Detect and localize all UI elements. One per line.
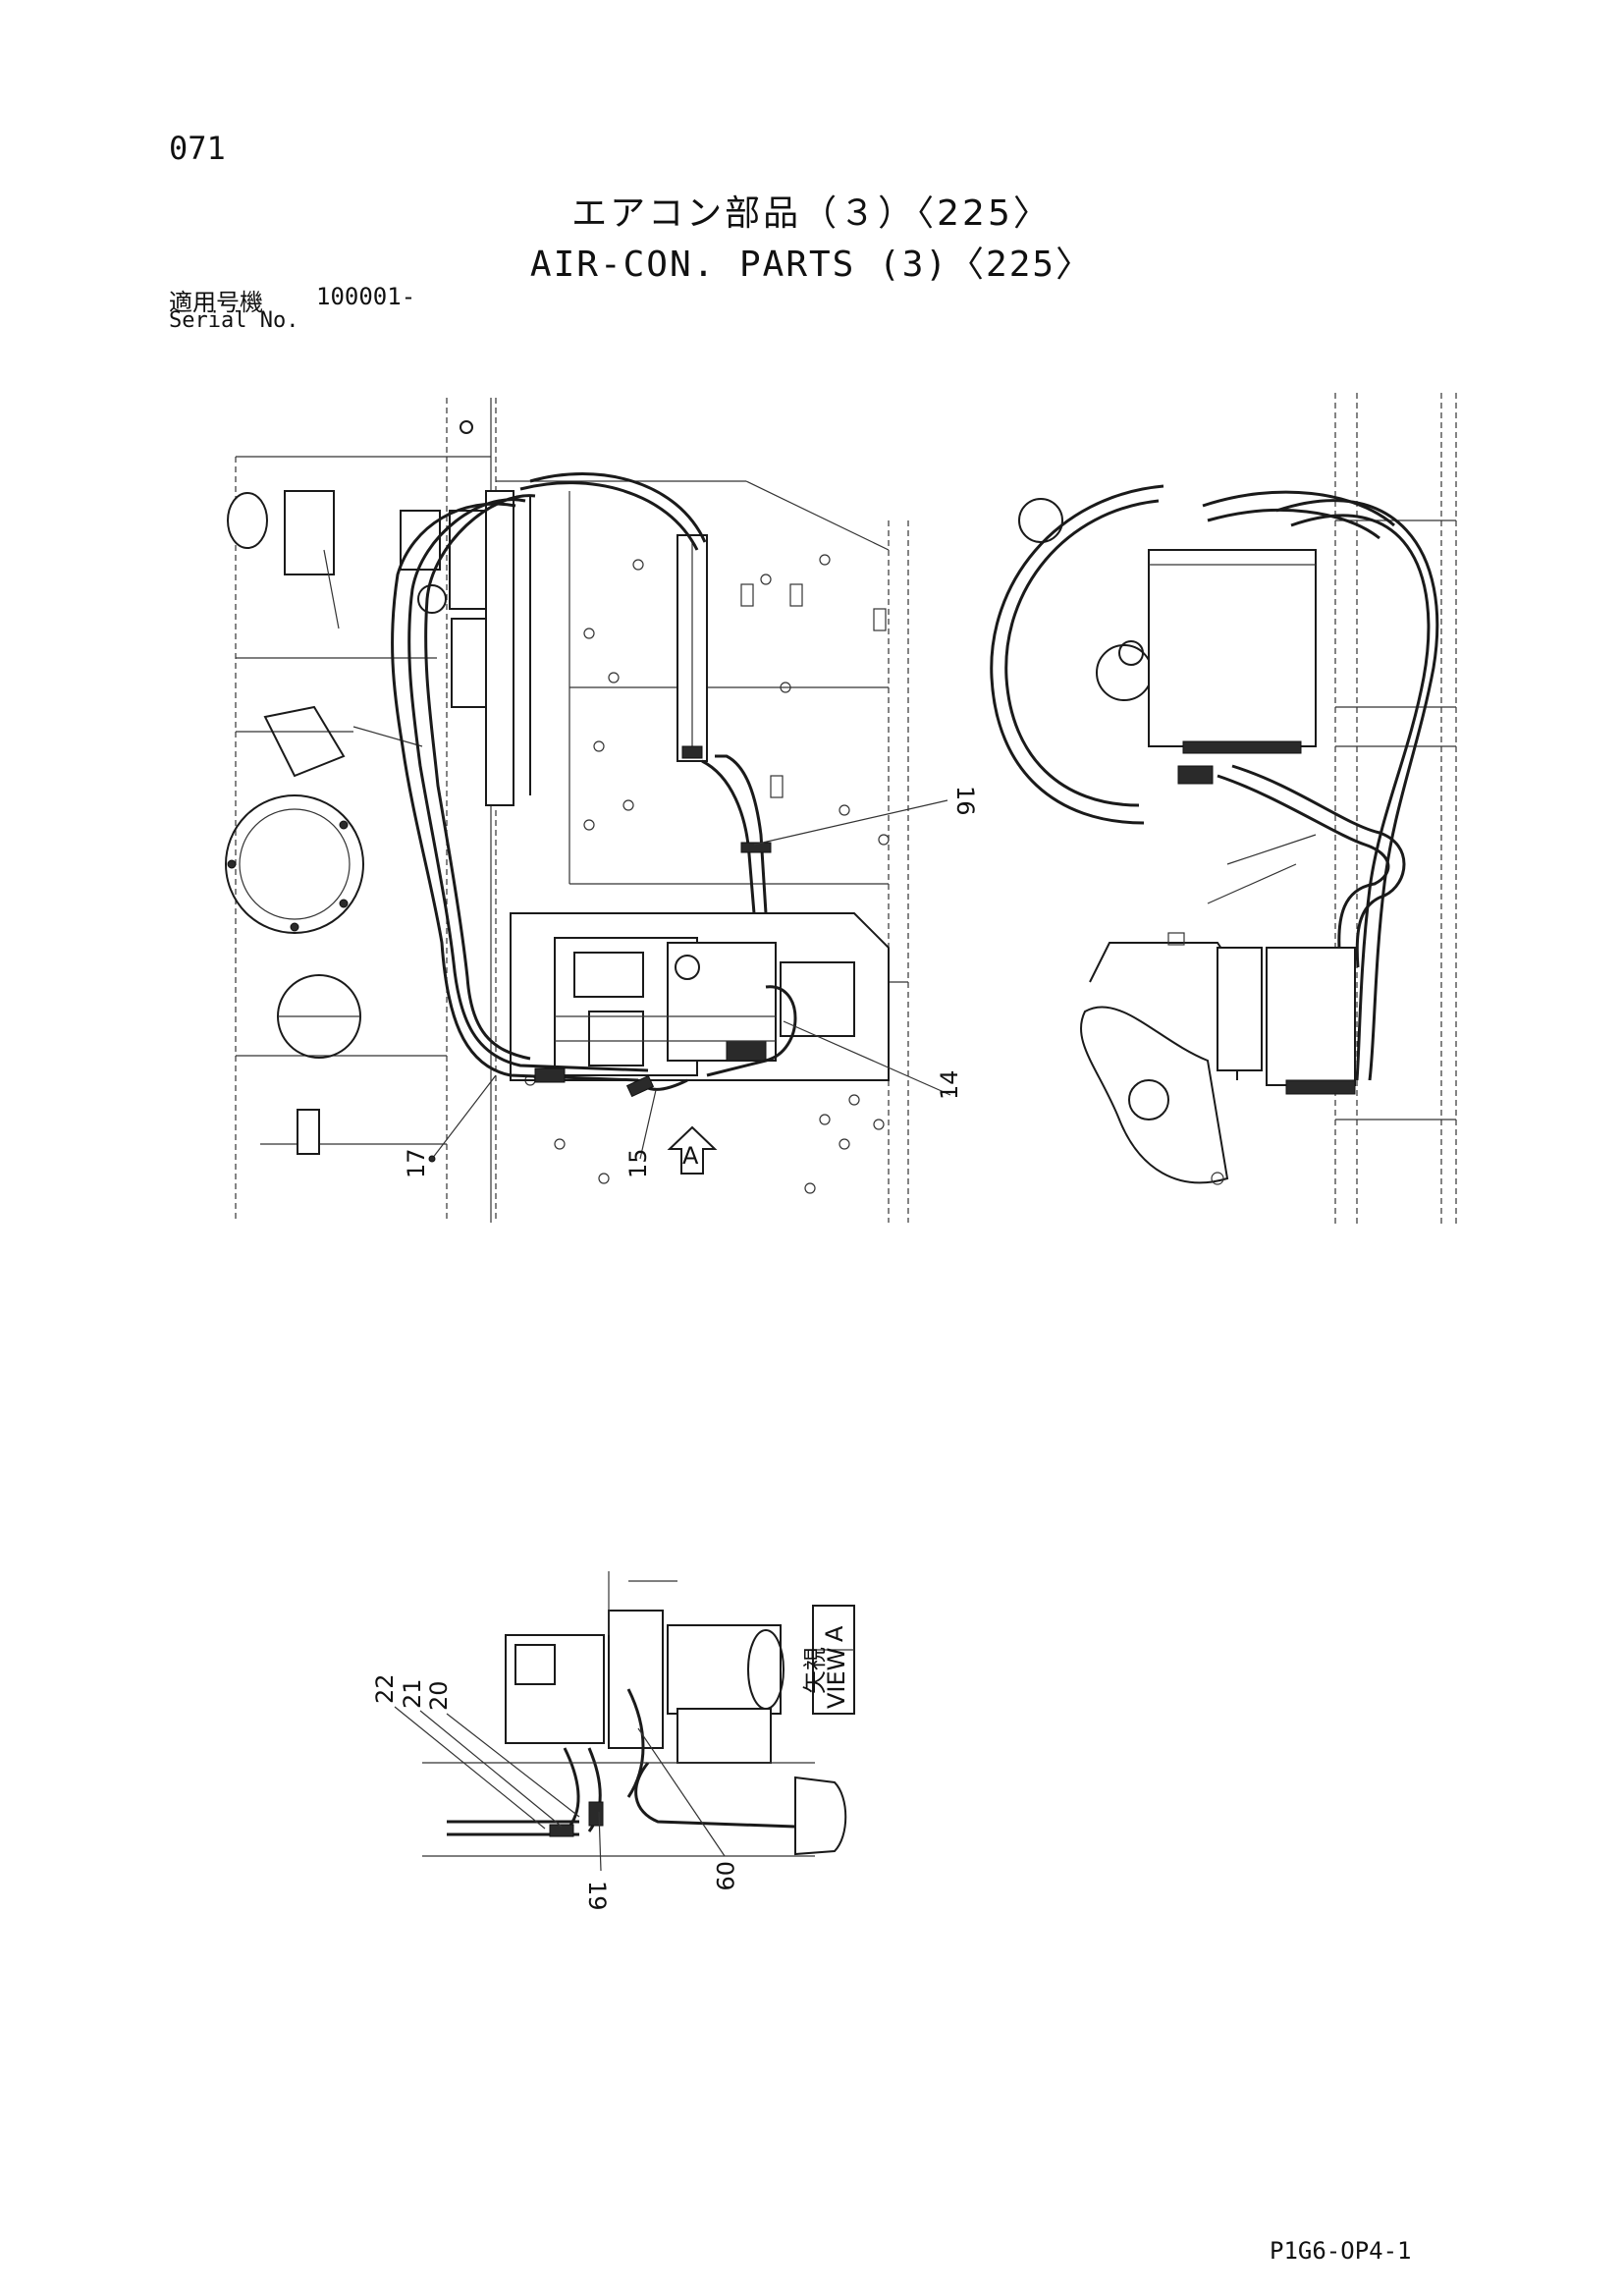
serial-number-range: 100001- — [316, 283, 416, 310]
view-label-english: VIEW — [823, 1648, 850, 1709]
view-a-detail: 矢視 VIEW A 22 21 20 19 09 — [371, 1571, 855, 1911]
right-side-view — [990, 393, 1457, 1228]
serial-label-japanese: 適用号機 — [169, 289, 263, 316]
view-a-label-box — [812, 1605, 855, 1715]
view-a-arrow: A — [667, 1125, 718, 1175]
serial-label-english: Serial No. — [169, 308, 299, 333]
callout-19: 19 — [583, 1881, 611, 1911]
callout-16: 16 — [951, 786, 979, 816]
callout-15: 15 — [624, 1148, 652, 1178]
view-a-arrow-letter: A — [682, 1142, 699, 1170]
callout-20: 20 — [425, 1680, 453, 1711]
view-label-letter: A — [821, 1625, 848, 1642]
page-number: 071 — [169, 130, 226, 167]
callout-17: 17 — [403, 1148, 430, 1178]
callout-21: 21 — [399, 1678, 426, 1709]
page-title-japanese: エアコン部品（３）〈225〉 — [571, 193, 1052, 234]
view-label-japanese: 矢視 — [801, 1647, 829, 1694]
callout-09: 09 — [711, 1861, 738, 1891]
main-assembly-view: A 16 14 15 17 — [225, 398, 979, 1223]
page-title-english: AIR-CON. PARTS (3)〈225〉 — [529, 245, 1094, 285]
callout-22: 22 — [371, 1673, 399, 1704]
page-code: P1G6-OP4-1 — [1270, 2237, 1412, 2265]
callout-14: 14 — [936, 1069, 963, 1100]
